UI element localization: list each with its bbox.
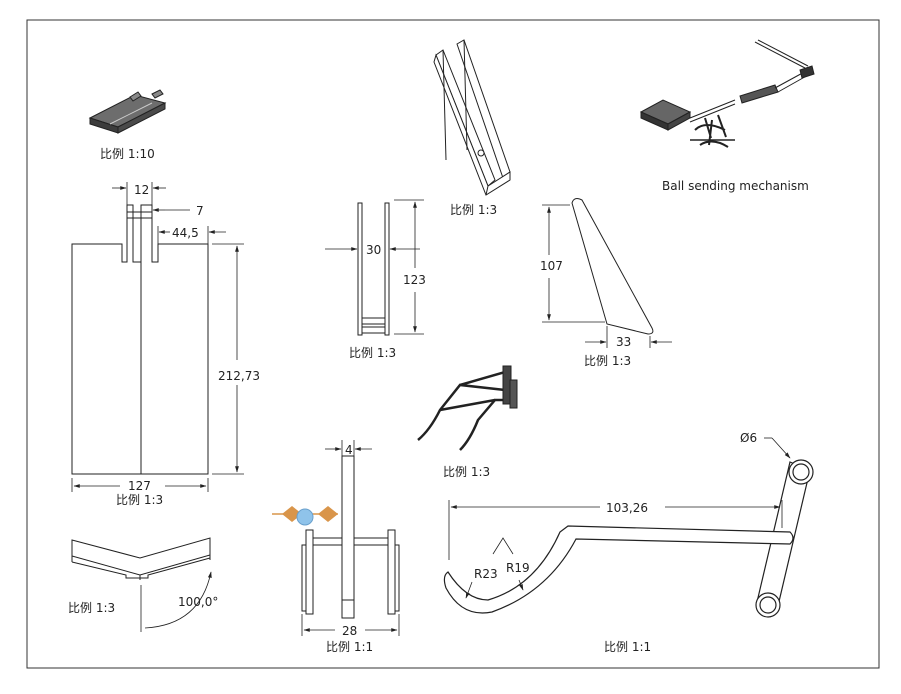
scale-label-u-frame-3d: 比例 1:3	[450, 203, 497, 217]
dim-paddle-slot: 7	[196, 204, 204, 218]
triangle-dimensions	[542, 204, 672, 348]
dim-frame-inner: 30	[366, 243, 381, 257]
dim-paddle-height: 212,73	[218, 369, 260, 383]
dim-paddle-offset: 44,5	[172, 226, 199, 240]
sheet-border	[26, 19, 880, 669]
dim-frame-height: 123	[403, 273, 426, 287]
dim-arm-r-inner: R19	[506, 561, 530, 575]
u-frame-dimensions	[325, 199, 424, 335]
scale-label-arm: 比例 1:1	[604, 640, 651, 654]
arm-dimensions	[448, 437, 791, 599]
shaft-dimensions	[301, 440, 400, 636]
dim-paddle-width-top: 12	[134, 183, 149, 197]
paddle-bend-view	[71, 537, 211, 580]
dim-tri-height: 107	[540, 259, 563, 273]
triangle-side-view	[571, 198, 654, 335]
dim-shaft-width: 28	[342, 624, 357, 638]
scale-label-paddle-bend: 比例 1:3	[68, 601, 115, 615]
paddle-front-view	[71, 204, 209, 475]
u-frame-3d-view	[433, 39, 511, 196]
scale-label-paddle-front: 比例 1:3	[116, 493, 163, 507]
move-gizmo[interactable]	[272, 506, 338, 526]
scale-label-u-frame-front: 比例 1:3	[349, 346, 396, 360]
dim-tri-base: 33	[616, 335, 631, 349]
u-frame-front-view	[357, 202, 390, 336]
scale-label-paddle-3d: 比例 1:10	[100, 147, 155, 161]
hook-bracket-3d-view	[417, 365, 518, 451]
dim-arm-length: 103,26	[606, 501, 648, 515]
dim-shaft-thickness: 4	[345, 443, 353, 457]
dim-paddle-width: 127	[128, 479, 151, 493]
dim-arm-r-outer: R23	[474, 567, 498, 581]
paddle-dimensions	[71, 182, 244, 492]
mechanism-3d-view	[639, 39, 815, 148]
dim-bend-angle: 100,0°	[178, 595, 218, 609]
mechanism-title: Ball sending mechanism	[662, 179, 809, 193]
shaft-front-view	[301, 455, 400, 619]
scale-label-shaft: 比例 1:1	[326, 640, 373, 654]
scale-label-hook: 比例 1:3	[443, 465, 490, 479]
paddle-3d-view	[88, 89, 167, 134]
bend-angle-dimension	[140, 571, 212, 632]
dim-arm-hole: Ø6	[740, 431, 757, 445]
scale-label-triangle: 比例 1:3	[584, 354, 631, 368]
arm-view	[443, 459, 814, 618]
